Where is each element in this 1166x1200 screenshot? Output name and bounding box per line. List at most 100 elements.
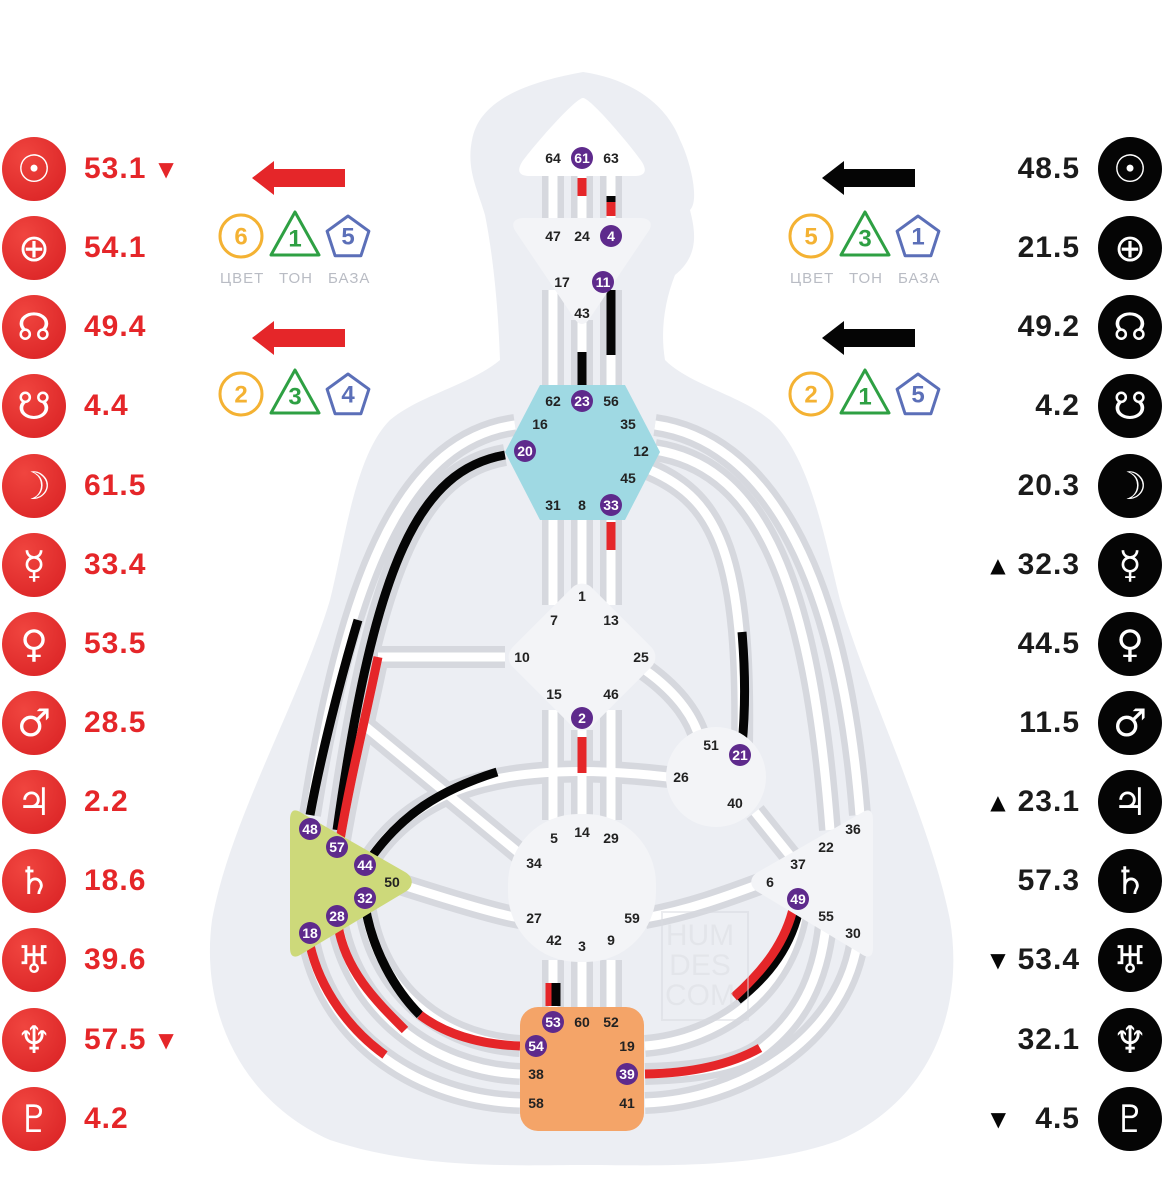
gate-28[interactable]: 28 (329, 908, 345, 924)
gate-7[interactable]: 7 (550, 612, 558, 628)
gate-58[interactable]: 58 (528, 1095, 544, 1111)
gate-54[interactable]: 54 (528, 1038, 544, 1054)
gate-43[interactable]: 43 (574, 305, 590, 321)
gate-27[interactable]: 27 (526, 910, 542, 926)
personality-planet-row[interactable]: ▲32.3☿ (990, 533, 1162, 597)
gate-31[interactable]: 31 (545, 497, 561, 513)
design-planet-row[interactable]: ☿33.4 (2, 533, 158, 597)
color-circle-icon (218, 213, 264, 259)
gate-25[interactable]: 25 (633, 649, 649, 665)
gate-59[interactable]: 59 (624, 910, 640, 926)
gate-44[interactable]: 44 (357, 857, 373, 873)
gate-61[interactable]: 61 (574, 150, 590, 166)
active-gate-marker (525, 1035, 547, 1057)
design-planet-row[interactable]: ♇4.2 (2, 1087, 141, 1151)
personality-planet-row[interactable]: 48.5☉ (1006, 137, 1162, 201)
gate-16[interactable]: 16 (532, 416, 548, 432)
personality-planet-row[interactable]: 21.5⊕ (1006, 216, 1162, 280)
gate-37[interactable]: 37 (790, 856, 806, 872)
gate-26[interactable]: 26 (673, 769, 689, 785)
personality-planet-row[interactable]: ▼53.4♅ (990, 928, 1162, 992)
channel-activation (360, 904, 424, 1019)
gate-1[interactable]: 1 (578, 588, 586, 604)
gate-47[interactable]: 47 (545, 228, 561, 244)
gate-2[interactable]: 2 (578, 710, 586, 726)
personality-planet-row[interactable]: 20.3☽ (1006, 454, 1162, 518)
gate-63[interactable]: 63 (603, 150, 619, 166)
personality-planet-row[interactable]: 44.5♀ (1006, 612, 1162, 676)
gate-23[interactable]: 23 (574, 393, 590, 409)
gate-17[interactable]: 17 (554, 274, 570, 290)
gate-21[interactable]: 21 (732, 747, 748, 763)
personality-planet-row[interactable]: 57.3♄ (1006, 849, 1162, 913)
design-planet-row[interactable]: ♆57.5▼ (2, 1008, 174, 1072)
gate-35[interactable]: 35 (620, 416, 636, 432)
active-gate-marker (299, 922, 321, 944)
personality-planet-row[interactable]: 49.2☊ (1006, 295, 1162, 359)
gate-50[interactable]: 50 (384, 874, 400, 890)
gate-19[interactable]: 19 (619, 1038, 635, 1054)
base-value: 1 (911, 224, 924, 251)
design-planet-row[interactable]: ♅39.6 (2, 928, 158, 992)
gate-24[interactable]: 24 (574, 228, 590, 244)
design-planet-row[interactable]: ☋4.4 (2, 374, 141, 438)
design-planet-row[interactable]: ☽61.5 (2, 454, 158, 518)
gate-36[interactable]: 36 (845, 821, 861, 837)
fixation-marker: ▼ (158, 157, 174, 181)
gate-40[interactable]: 40 (727, 795, 743, 811)
design-planet-row[interactable]: ☉53.1▼ (2, 137, 174, 201)
gate-32[interactable]: 32 (357, 890, 373, 906)
gate-10[interactable]: 10 (514, 649, 530, 665)
gate-64[interactable]: 64 (545, 150, 561, 166)
sun-icon: ☉ (1098, 137, 1162, 201)
gate-22[interactable]: 22 (818, 839, 834, 855)
gate-29[interactable]: 29 (603, 830, 619, 846)
personality-planet-row[interactable]: 11.5♂ (1006, 691, 1162, 755)
gate-49[interactable]: 49 (790, 891, 806, 907)
design-planet-row[interactable]: ♂28.5 (2, 691, 158, 755)
personality-planet-row[interactable]: 4.2☋ (1006, 374, 1162, 438)
design-planet-row[interactable]: ♄18.6 (2, 849, 158, 913)
gate-57[interactable]: 57 (329, 839, 345, 855)
personality-planet-row[interactable]: ▼4.5♇ (991, 1087, 1162, 1151)
neptune-icon: ♆ (1098, 1008, 1162, 1072)
gate-42[interactable]: 42 (546, 932, 562, 948)
gate-51[interactable]: 51 (703, 737, 719, 753)
design-planet-row[interactable]: ⊕54.1 (2, 216, 158, 280)
gate-11[interactable]: 11 (596, 274, 611, 290)
design-planet-row[interactable]: ♃2.2 (2, 770, 141, 834)
gate-18[interactable]: 18 (302, 925, 318, 941)
gate-46[interactable]: 46 (603, 686, 619, 702)
gate-4[interactable]: 4 (607, 228, 615, 244)
gate-12[interactable]: 12 (633, 443, 649, 459)
gate-62[interactable]: 62 (545, 393, 561, 409)
active-gate-marker (354, 854, 376, 876)
design-planet-row[interactable]: ♀53.5 (2, 612, 158, 676)
personality-planet-row[interactable]: 32.1♆ (1006, 1008, 1162, 1072)
gate-6[interactable]: 6 (766, 874, 774, 890)
gate-55[interactable]: 55 (818, 908, 834, 924)
gate-34[interactable]: 34 (526, 855, 542, 871)
gate-line-value: 4.2 (1035, 389, 1080, 422)
personality-planet-row[interactable]: ▲23.1♃ (990, 770, 1162, 834)
gate-3[interactable]: 3 (578, 938, 586, 954)
gate-56[interactable]: 56 (603, 393, 619, 409)
gate-15[interactable]: 15 (546, 686, 562, 702)
gate-53[interactable]: 53 (545, 1014, 561, 1030)
gate-39[interactable]: 39 (619, 1066, 635, 1082)
gate-20[interactable]: 20 (517, 443, 533, 459)
gate-33[interactable]: 33 (603, 497, 619, 513)
gate-9[interactable]: 9 (607, 932, 615, 948)
gate-14[interactable]: 14 (574, 824, 590, 840)
gate-60[interactable]: 60 (574, 1014, 590, 1030)
gate-5[interactable]: 5 (550, 830, 558, 846)
gate-48[interactable]: 48 (302, 821, 318, 837)
gate-13[interactable]: 13 (603, 612, 619, 628)
gate-30[interactable]: 30 (845, 925, 861, 941)
gate-45[interactable]: 45 (620, 470, 636, 486)
gate-8[interactable]: 8 (578, 497, 586, 513)
gate-41[interactable]: 41 (619, 1095, 635, 1111)
gate-52[interactable]: 52 (603, 1014, 619, 1030)
design-planet-row[interactable]: ☊49.4 (2, 295, 158, 359)
gate-38[interactable]: 38 (528, 1066, 544, 1082)
